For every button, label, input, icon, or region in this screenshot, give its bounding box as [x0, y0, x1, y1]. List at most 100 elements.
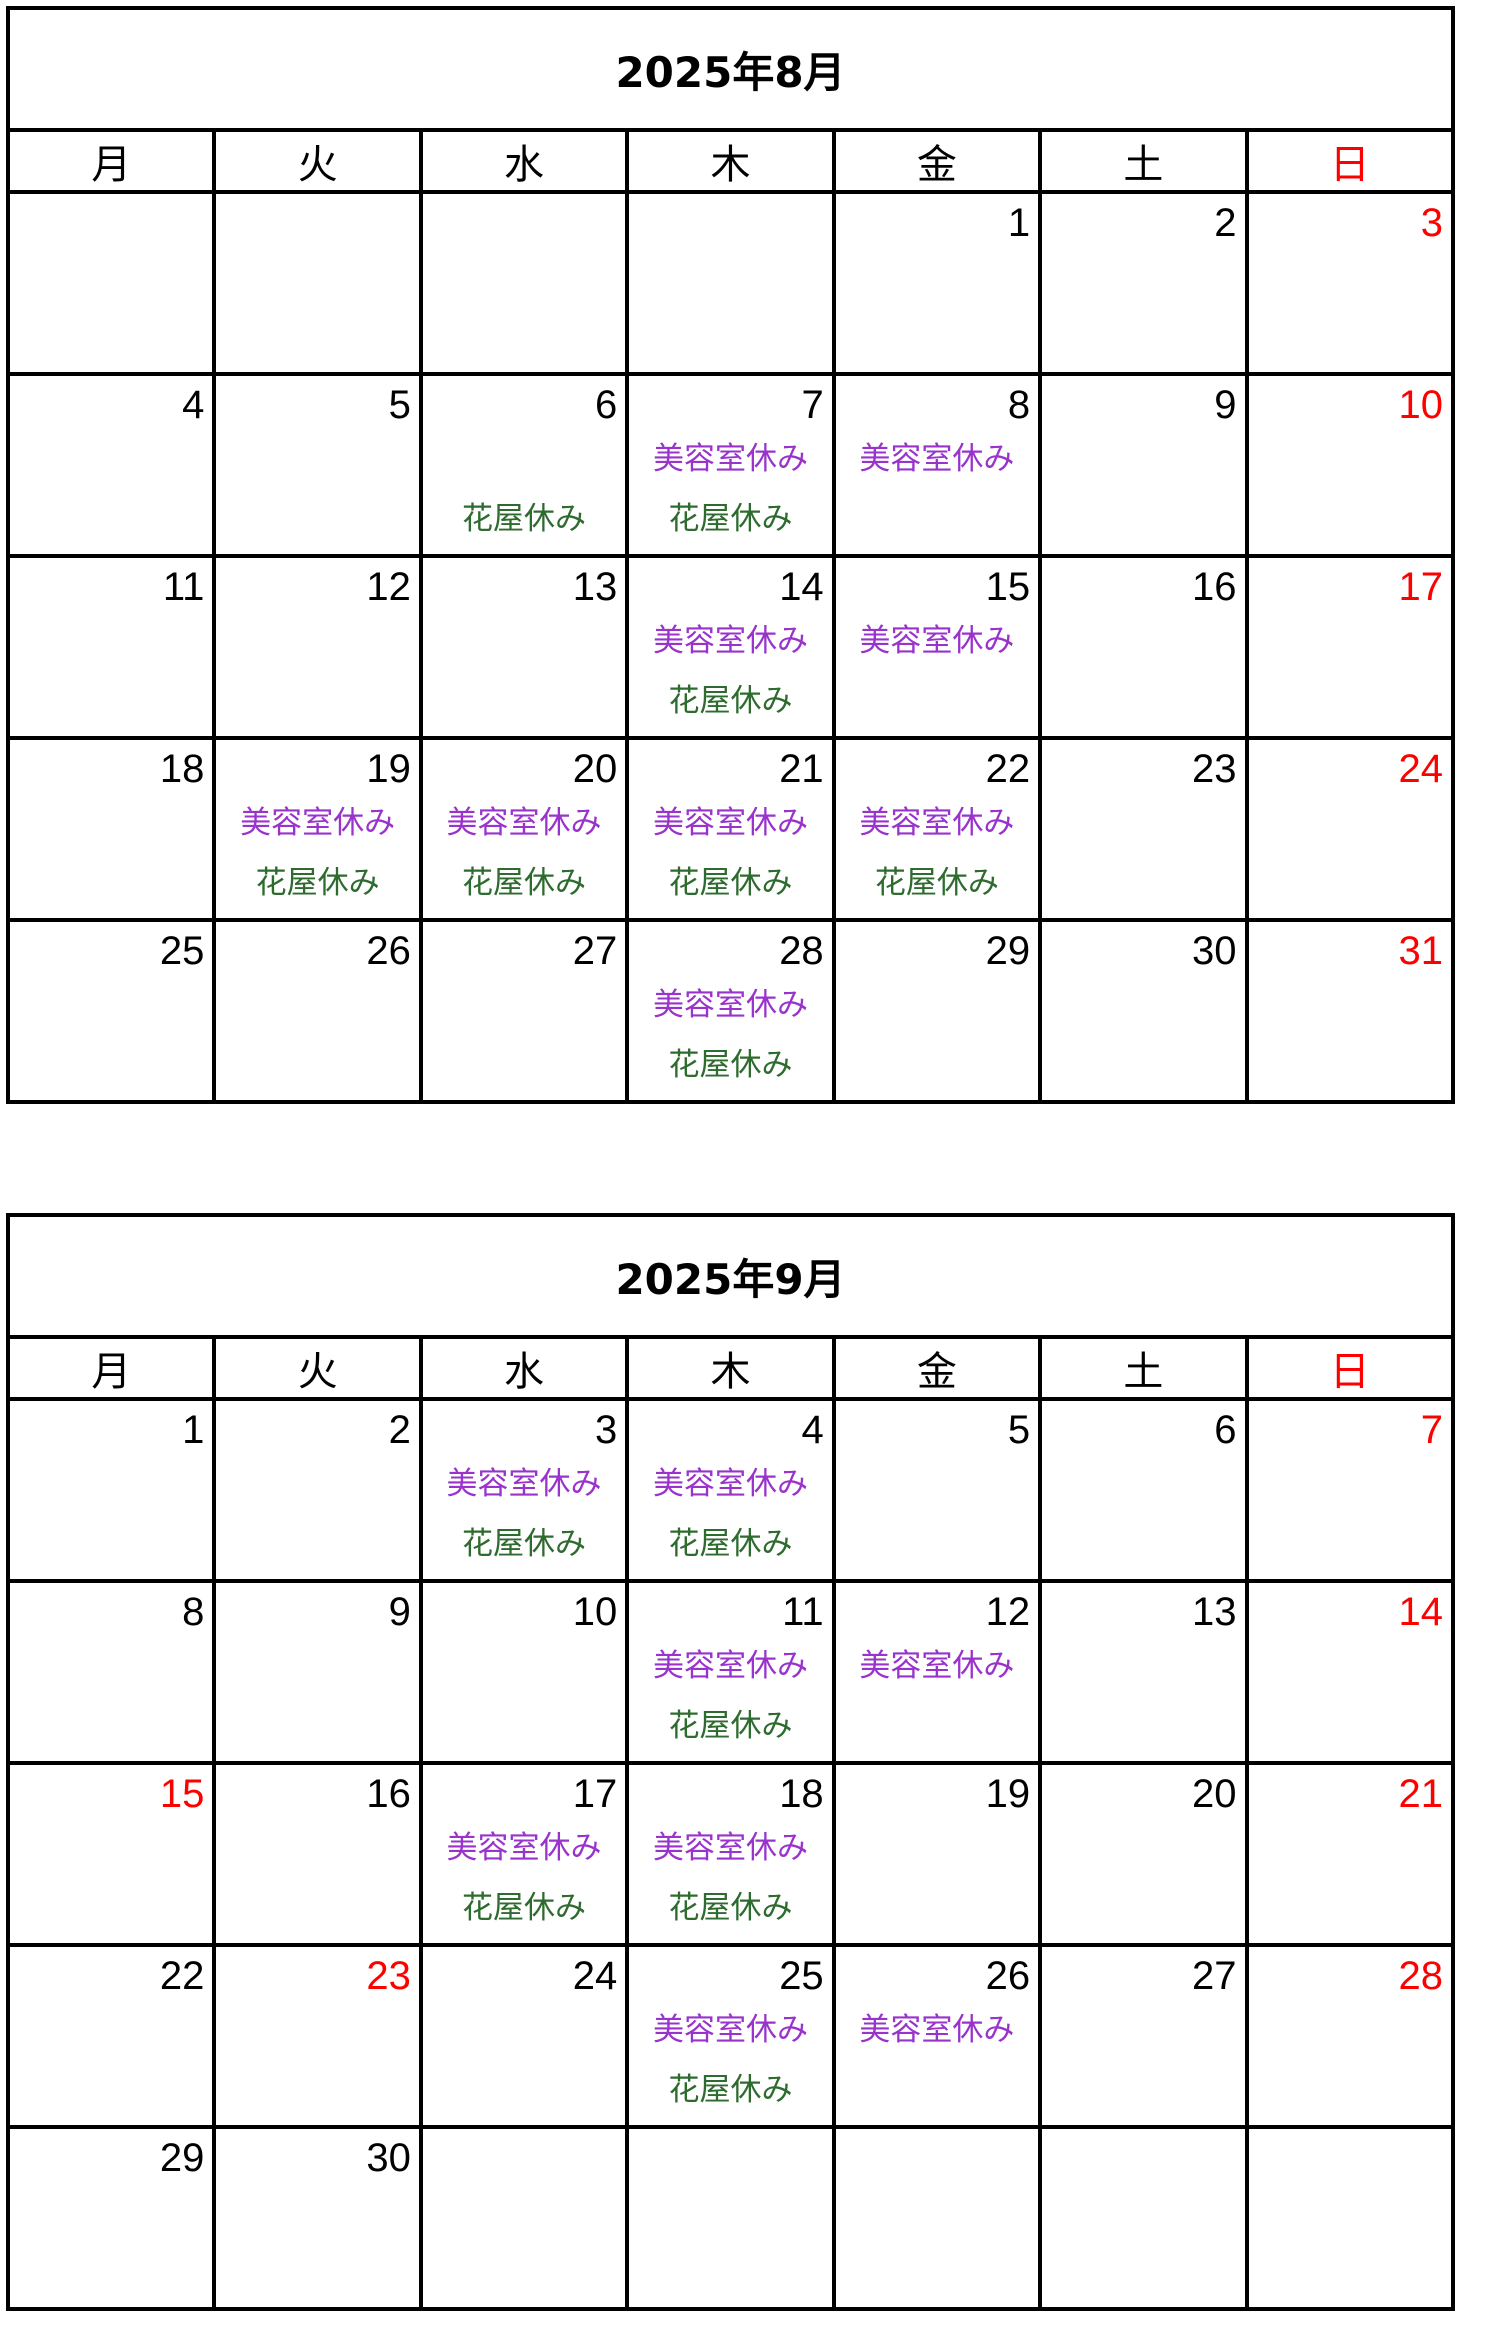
salon-closed-label: 美容室休み: [859, 441, 1015, 477]
day-cell: [418, 2125, 630, 2311]
day-number: 8: [1007, 383, 1031, 427]
day-cell: 26: [212, 918, 423, 1104]
day-cell: 1: [831, 190, 1043, 376]
day-cell: 16: [1038, 554, 1249, 740]
salon-closed-label: 美容室休み: [859, 1648, 1015, 1684]
salon-closed-label: 美容室休み: [859, 805, 1015, 841]
day-number: 11: [162, 565, 205, 609]
day-number: 7: [801, 383, 824, 427]
salon-closed-label: 美容室休み: [859, 2012, 1015, 2048]
day-number: 24: [572, 1954, 618, 1998]
day-number: 16: [1192, 565, 1237, 609]
florist-closed-label: 花屋休み: [668, 2072, 793, 2108]
weekday-header-thu: 木: [625, 1335, 836, 1401]
day-cell: 12: [212, 554, 423, 740]
day-number: 11: [782, 1590, 824, 1634]
day-cell: 7: [1244, 1397, 1456, 1583]
weekday-header-row: 月 火 水 木 金 土 日: [5, 1335, 1456, 1401]
day-number: 15: [985, 565, 1031, 609]
weekday-header-sun: 日: [1244, 128, 1456, 194]
day-cell: 4: [5, 372, 217, 558]
day-number: 2: [1214, 201, 1237, 245]
day-number: 26: [366, 929, 411, 973]
holiday-day-number: 17: [1398, 565, 1444, 609]
day-number: 26: [985, 1954, 1031, 1998]
day-cell: 21: [1244, 1761, 1456, 1947]
florist-closed-label: 花屋休み: [462, 501, 587, 537]
day-cell: 9: [212, 1579, 423, 1765]
day-number: 27: [572, 929, 618, 973]
calendar-title: 2025年8月: [6, 6, 1455, 132]
day-number: 13: [572, 565, 618, 609]
weekday-header-fri: 金: [831, 1335, 1043, 1401]
day-cell: 8: [5, 1579, 217, 1765]
salon-closed-label: 美容室休み: [652, 1466, 808, 1502]
day-cell: 23: [212, 1943, 423, 2129]
day-cell: 10: [418, 1579, 630, 1765]
day-number: 23: [1192, 747, 1237, 791]
holiday-day-number: 24: [1398, 747, 1444, 791]
weekday-header-mon: 月: [5, 128, 217, 194]
day-number: 4: [182, 383, 205, 427]
florist-closed-label: 花屋休み: [462, 865, 587, 901]
day-number: 9: [1214, 383, 1237, 427]
florist-closed-label: 花屋休み: [668, 865, 793, 901]
day-cell: 24: [418, 1943, 630, 2129]
day-cell: [625, 190, 836, 376]
day-cell: [212, 190, 423, 376]
day-cell: 15 美容室休み: [831, 554, 1043, 740]
day-cell: 9: [1038, 372, 1249, 558]
day-number: 17: [572, 1772, 618, 1816]
salon-closed-label: 美容室休み: [859, 623, 1015, 659]
day-number: 18: [159, 747, 205, 791]
weekday-header-row: 月 火 水 木 金 土 日: [5, 128, 1456, 194]
day-cell: 30: [212, 2125, 423, 2311]
day-number: 20: [1192, 1772, 1237, 1816]
day-cell: [1038, 2125, 1249, 2311]
florist-closed-label: 花屋休み: [255, 865, 380, 901]
florist-closed-label: 花屋休み: [668, 1047, 793, 1083]
salon-closed-label: 美容室休み: [446, 805, 602, 841]
florist-closed-label: 花屋休み: [668, 501, 793, 537]
holiday-day-number: 7: [1420, 1408, 1443, 1452]
weekday-header-sat: 土: [1038, 128, 1249, 194]
holiday-day-number: 23: [366, 1954, 411, 1998]
day-number: 22: [985, 747, 1031, 791]
day-number: 3: [595, 1408, 618, 1452]
day-cell: 14: [1244, 1579, 1456, 1765]
day-number: 21: [779, 747, 824, 791]
day-number: 12: [366, 565, 411, 609]
day-cell: 6 花屋休み: [418, 372, 630, 558]
holiday-day-number: 15: [159, 1772, 205, 1816]
day-cell: 28: [1244, 1943, 1456, 2129]
day-cell: 15: [5, 1761, 217, 1947]
salon-closed-label: 美容室休み: [652, 987, 808, 1023]
day-cell: 2: [212, 1397, 423, 1583]
holiday-day-number: 28: [1398, 1954, 1444, 1998]
day-number: 29: [159, 2136, 205, 2180]
weekday-header-sun: 日: [1244, 1335, 1456, 1401]
day-number: 2: [388, 1408, 411, 1452]
day-number: 4: [801, 1408, 824, 1452]
day-cell: 30: [1038, 918, 1249, 1104]
holiday-day-number: 21: [1398, 1772, 1444, 1816]
day-number: 6: [595, 383, 618, 427]
florist-closed-label: 花屋休み: [462, 1526, 587, 1562]
day-cell: [5, 190, 217, 376]
day-number: 25: [159, 929, 205, 973]
weekday-header-wed: 水: [418, 128, 630, 194]
day-cell: 6: [1038, 1397, 1249, 1583]
day-cell: 1: [5, 1397, 217, 1583]
day-number: 5: [388, 383, 411, 427]
day-cell: 5: [212, 372, 423, 558]
day-cell: 3: [1244, 190, 1456, 376]
day-cell: 8 美容室休み: [831, 372, 1043, 558]
